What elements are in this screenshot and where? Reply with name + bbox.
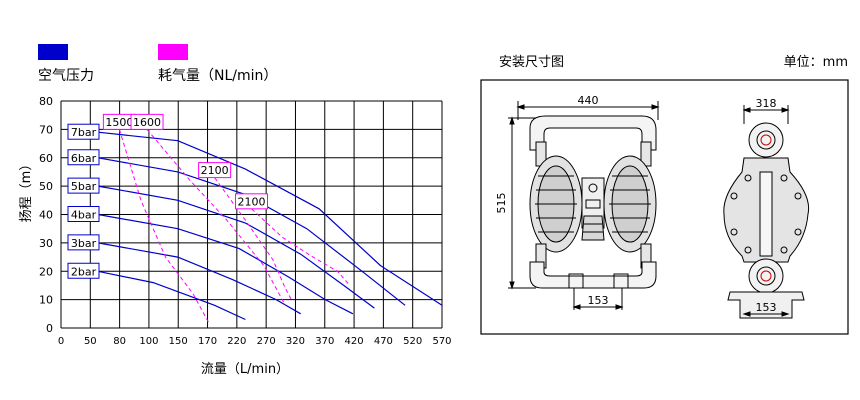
consumption-label: 2100 — [201, 164, 229, 177]
y-tick-label: 30 — [39, 237, 53, 250]
x-axis-label: 流量（L/min） — [201, 362, 289, 377]
consumption-label: 2100 — [238, 195, 266, 208]
x-tick-labels: 0 50 80 100 150 170 220 270 320 370 420 470 520 570 — [58, 336, 452, 347]
y-tick-label: 70 — [39, 123, 53, 136]
pressure-curve-3bar — [97, 242, 301, 315]
consumption-label-box — [235, 193, 268, 210]
pressure-curve-6bar — [97, 157, 406, 306]
chart-grid — [60, 100, 443, 329]
pressure-curve-4bar — [97, 213, 354, 315]
y-tick-label: 20 — [39, 265, 53, 278]
y-tick-label: 0 — [46, 322, 53, 335]
y-tick-label: 60 — [39, 152, 53, 165]
pressure-labels: 7bar 6bar 5bar 4bar 3bar 2bar — [67, 123, 100, 279]
height-dimension: 515 — [495, 193, 508, 214]
unit-label: 单位：mm — [784, 55, 848, 70]
x-tick-label: 520 — [403, 336, 422, 347]
consumption-curve-1600 — [146, 129, 286, 306]
pressure-label-box — [67, 206, 100, 222]
side-view — [723, 105, 810, 319]
x-tick-label: 420 — [345, 336, 364, 347]
consumption-label-box — [130, 113, 164, 130]
consumption-label: 1500 — [105, 116, 133, 129]
front-width-dimension: 440 — [578, 94, 599, 107]
pressure-label-box — [67, 123, 100, 140]
pressure-label: 7bar — [71, 126, 97, 139]
y-axis-label: 扬程（m） — [19, 158, 34, 223]
y-tick-label: 40 — [39, 209, 53, 222]
y-tick-label: 80 — [39, 95, 53, 108]
x-tick-label: 80 — [113, 336, 126, 347]
x-tick-label: 50 — [84, 336, 97, 347]
air-pressure-swatch — [38, 44, 68, 60]
air-consumption-swatch — [158, 44, 188, 60]
pressure-curve-2bar — [97, 270, 246, 321]
consumption-label-box — [198, 162, 232, 179]
x-tick-label: 0 — [58, 336, 64, 347]
x-tick-label: 470 — [374, 336, 393, 347]
pressure-label: 6bar — [71, 152, 97, 165]
x-tick-label: 100 — [139, 336, 158, 347]
consumption-label: 1600 — [133, 116, 161, 129]
pressure-curves — [97, 131, 443, 321]
pressure-label-box — [67, 262, 100, 279]
side-base-dimension: 153 — [756, 301, 777, 314]
pressure-label: 3bar — [71, 237, 97, 250]
consumption-curve-1500 — [118, 129, 209, 323]
pressure-label: 2bar — [71, 265, 97, 278]
x-tick-label: 370 — [315, 336, 334, 347]
air-pressure-legend-label: 空气压力 — [38, 68, 94, 84]
front-view — [508, 101, 660, 310]
y-tick-label: 50 — [39, 180, 53, 193]
pressure-label-box — [67, 149, 100, 166]
pressure-label-box — [67, 234, 100, 251]
x-tick-label: 220 — [227, 336, 246, 347]
consumption-curve-2100 — [251, 208, 351, 286]
side-width-dimension: 318 — [756, 97, 777, 110]
y-tick-labels: 0 10 20 30 40 50 60 70 80 — [39, 95, 53, 335]
y-tick-label: 10 — [39, 294, 53, 307]
x-tick-label: 320 — [286, 336, 305, 347]
x-tick-label: 270 — [257, 336, 276, 347]
x-tick-label: 150 — [169, 336, 188, 347]
pressure-curve-5bar — [97, 185, 375, 309]
pressure-label-box — [67, 177, 100, 194]
x-tick-label: 170 — [198, 336, 217, 347]
pressure-label: 5bar — [71, 180, 97, 193]
air-consumption-legend-label: 耗气量（NL/min） — [158, 68, 277, 84]
pressure-curve-7bar — [97, 131, 443, 306]
drawing-frame — [480, 79, 849, 335]
pressure-label: 4bar — [71, 209, 97, 222]
drawing-title: 安装尺寸图 — [499, 55, 564, 70]
front-base-dimension: 153 — [588, 294, 609, 307]
x-tick-label: 570 — [432, 336, 451, 347]
